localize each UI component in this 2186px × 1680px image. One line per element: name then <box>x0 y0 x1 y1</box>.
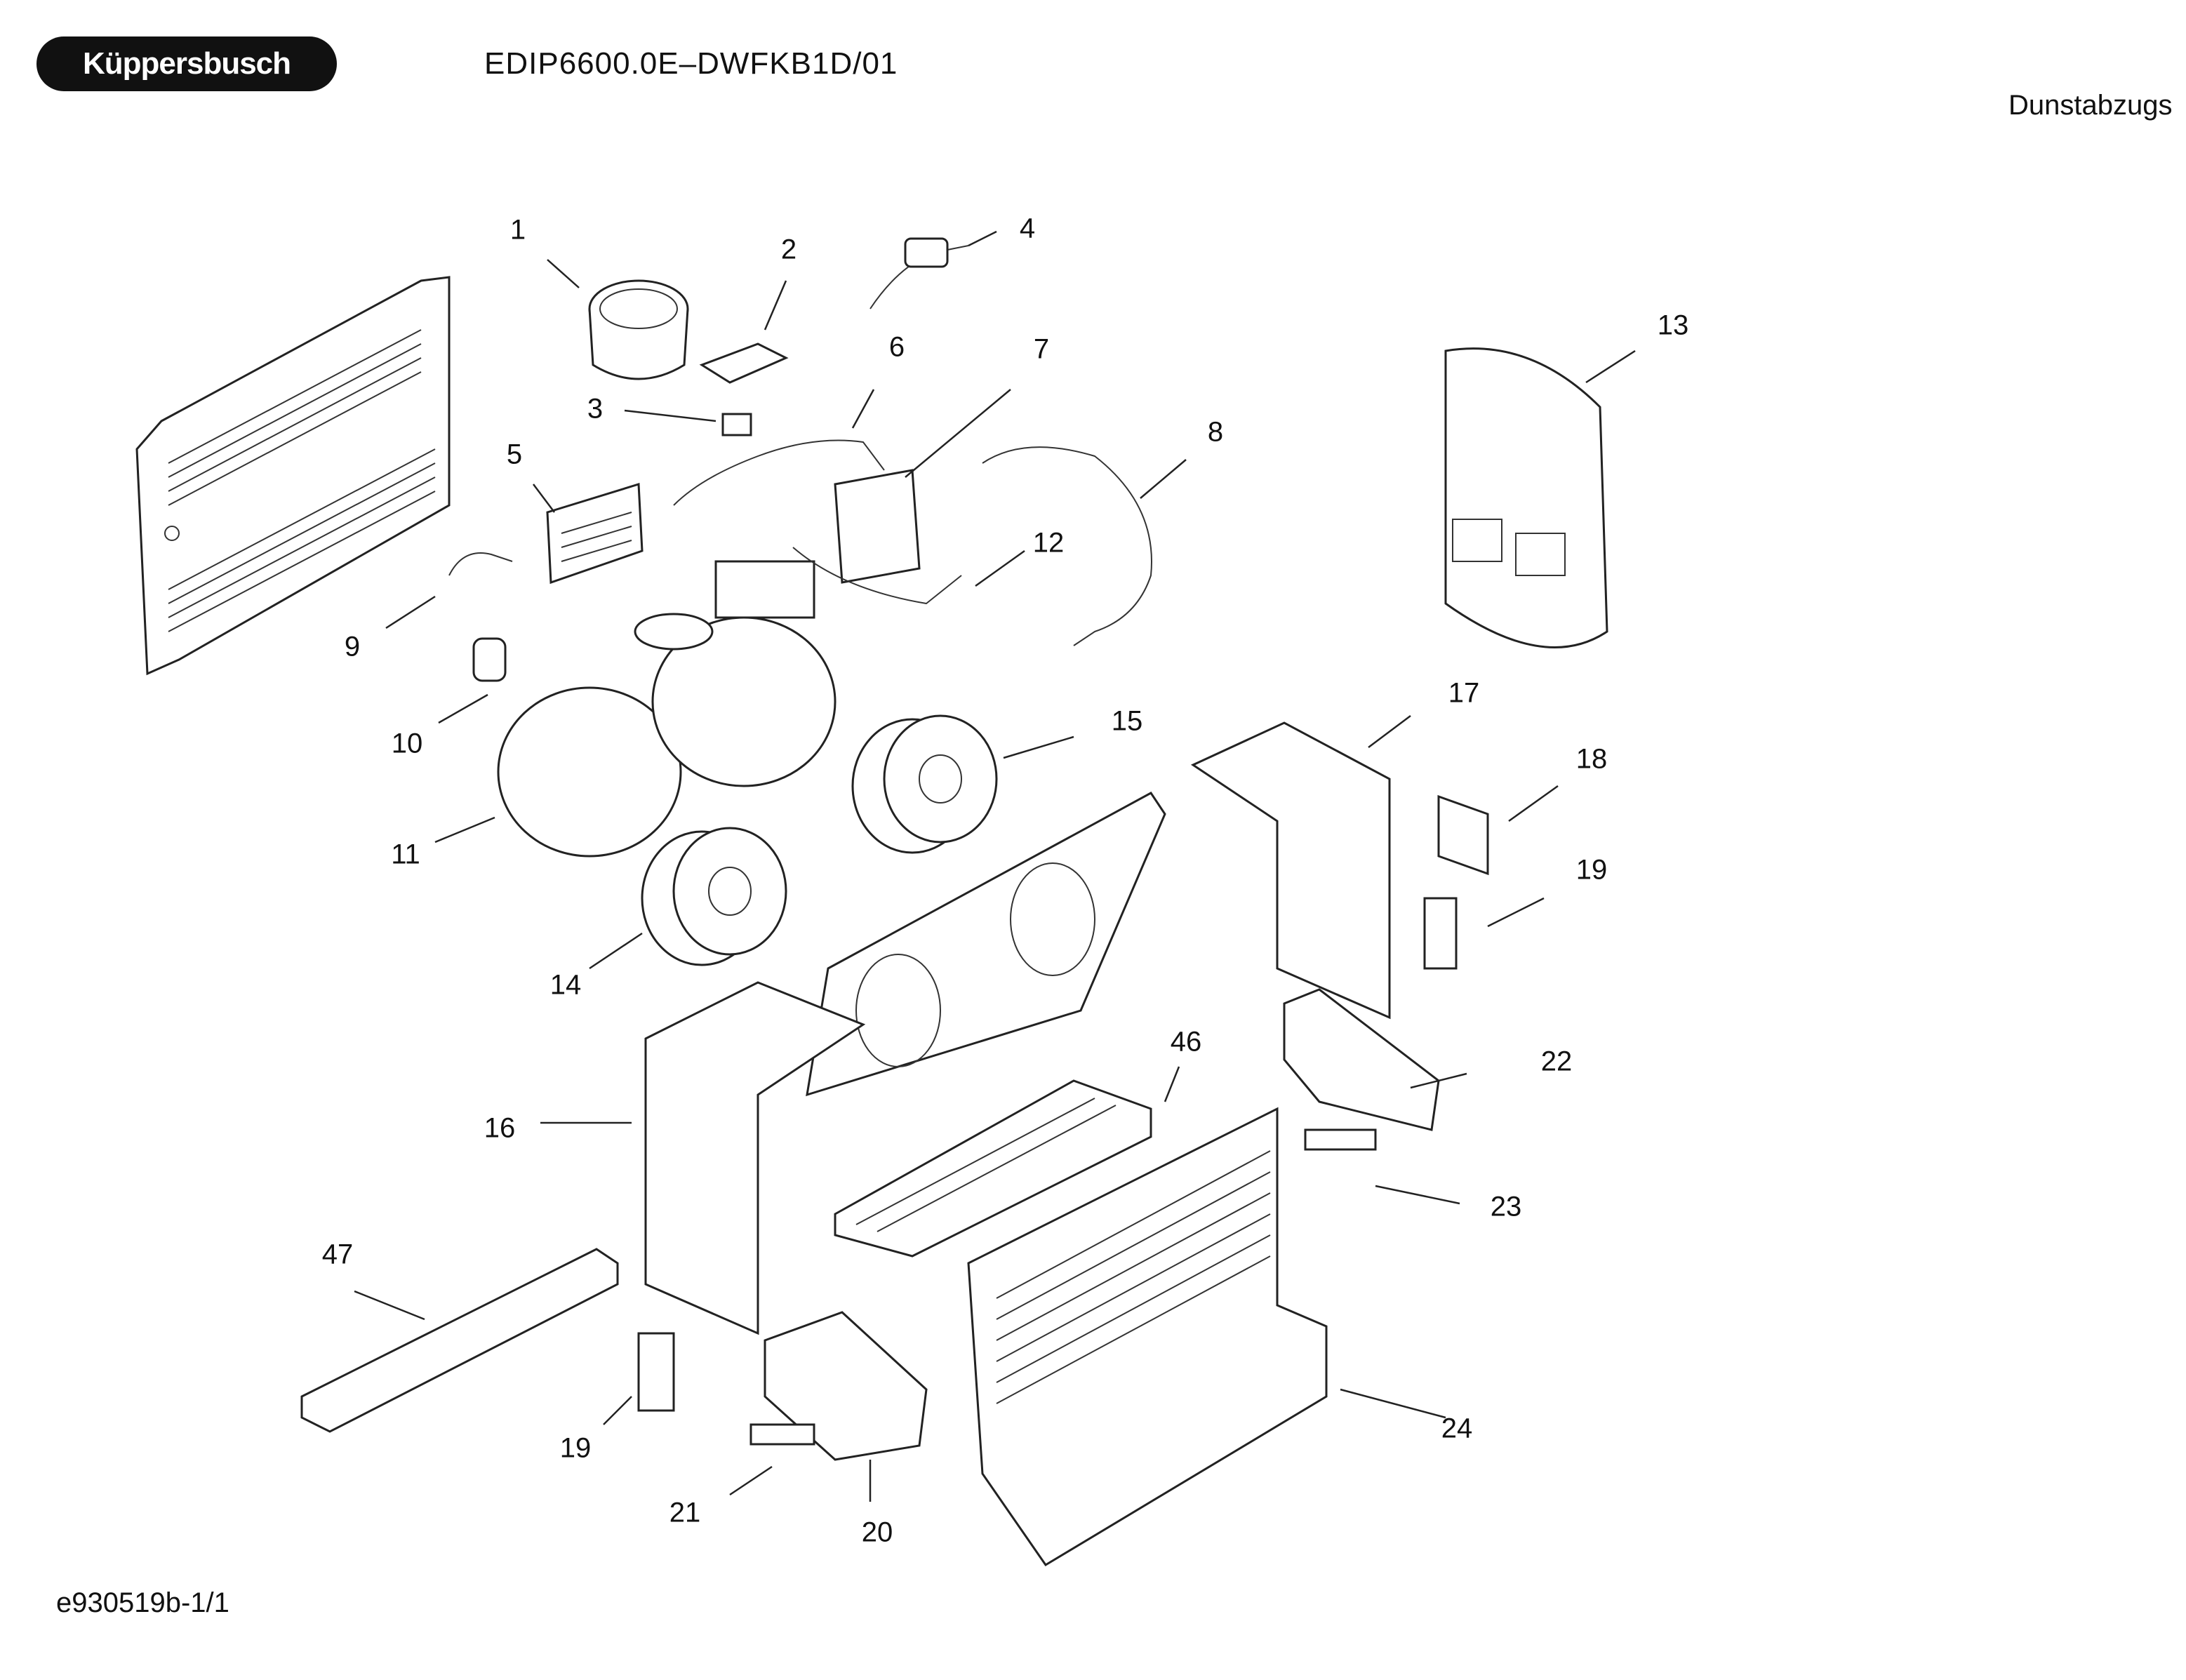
callout-7: 7 <box>1034 334 1049 365</box>
left-side-cover-part <box>644 981 866 1335</box>
callout-13: 13 <box>1658 310 1689 341</box>
duct-collar-part <box>588 279 689 380</box>
category-label: Dunstabzugs <box>2008 90 2173 121</box>
rear-panel-part <box>135 276 451 676</box>
callout-8: 8 <box>1208 417 1223 448</box>
callout-2: 2 <box>781 234 797 265</box>
cable-loom-part <box>982 446 1152 646</box>
callout-19: 19 <box>1576 855 1608 886</box>
front-rail-part <box>300 1248 619 1433</box>
wire-part <box>792 547 962 605</box>
callout-5: 5 <box>507 439 522 470</box>
callout-20: 20 <box>862 1517 893 1548</box>
callout-6: 6 <box>889 332 905 363</box>
callout-3: 3 <box>587 394 603 425</box>
callout-1: 1 <box>510 215 526 246</box>
fan-wheel-right-part <box>851 714 998 854</box>
fan-wheel-left-part <box>641 827 787 966</box>
capacitor-part <box>472 637 507 682</box>
drawing-id: e930519b-1/1 <box>56 1587 229 1618</box>
callout-labels: 1 2 3 4 5 6 7 8 9 10 11 12 13 14 15 16 1… <box>322 213 1689 1548</box>
callout-17: 17 <box>1448 678 1480 709</box>
callout-18: 18 <box>1576 744 1608 775</box>
grease-filter-part <box>834 1079 1152 1258</box>
slider-part <box>749 1423 815 1446</box>
callout-15: 15 <box>1112 706 1143 737</box>
wire-harness-part <box>673 439 885 506</box>
model-code: EDIP6600.0E–DWFKB1D/01 <box>484 46 898 81</box>
bracket-part <box>699 342 789 384</box>
callout-23: 23 <box>1491 1192 1522 1222</box>
brand-logo: Küppersbusch <box>36 36 337 91</box>
callout-22: 22 <box>1541 1046 1573 1077</box>
callout-11: 11 <box>391 839 420 870</box>
callout-14: 14 <box>550 970 582 1001</box>
circuit-board-part <box>546 483 644 585</box>
callout-47: 47 <box>322 1239 354 1270</box>
right-side-cover-part <box>1190 721 1391 1020</box>
callout-19-left: 19 <box>560 1433 592 1464</box>
callout-16: 16 <box>484 1113 516 1144</box>
small-plate-part <box>1437 794 1489 876</box>
switch-housing-right-part <box>1283 988 1440 1131</box>
connector-part <box>721 413 752 436</box>
callout-10: 10 <box>392 728 423 759</box>
switch-housing-part <box>764 1311 928 1461</box>
screw-kit-part <box>1444 347 1608 648</box>
thermostat-lead-part <box>448 552 513 576</box>
callout-46: 46 <box>1171 1027 1202 1058</box>
callout-9: 9 <box>345 632 360 662</box>
callout-21: 21 <box>669 1498 701 1528</box>
central-plate-part <box>806 792 1166 1097</box>
slider-right-part <box>1304 1128 1377 1151</box>
clip-right-part <box>1423 897 1458 970</box>
front-grille-part <box>967 1107 1328 1567</box>
callout-4: 4 <box>1020 213 1035 244</box>
power-plug-part <box>869 237 969 309</box>
callout-12: 12 <box>1033 528 1065 559</box>
control-board-part <box>834 469 921 584</box>
leader-lines <box>354 230 1636 1502</box>
clip-left-part <box>637 1332 675 1412</box>
fan-housing-part <box>497 560 837 858</box>
callout-24: 24 <box>1441 1413 1473 1444</box>
